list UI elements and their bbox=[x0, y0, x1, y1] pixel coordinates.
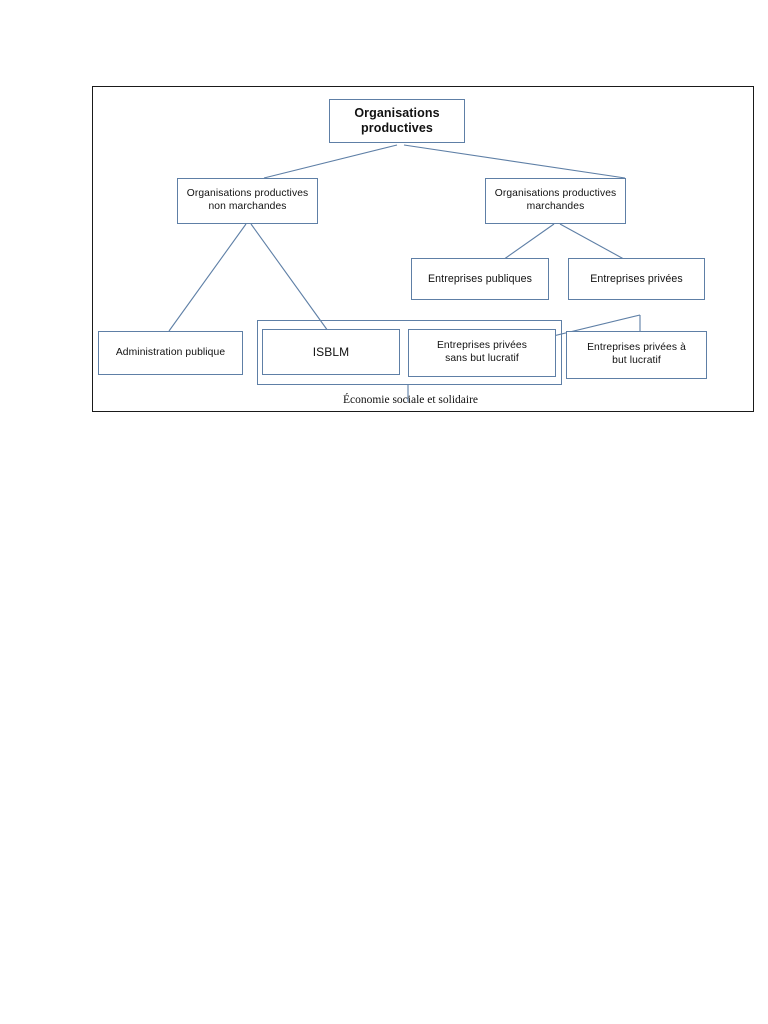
node-label-line2: productives bbox=[361, 121, 433, 135]
node-label-wrapper: Organisations productives marchandes bbox=[495, 188, 617, 213]
node-entreprises-privees-a-but-lucratif[interactable]: Entreprises privées à but lucratif bbox=[566, 331, 707, 379]
node-label-line2: non marchandes bbox=[208, 201, 287, 212]
node-label-line1: Organisations bbox=[354, 105, 440, 120]
caption-economie-sociale-et-solidaire: Économie sociale et solidaire bbox=[342, 394, 479, 406]
node-label-wrapper: Entreprises privées bbox=[590, 273, 683, 286]
node-label-wrapper: Administration publique bbox=[116, 347, 225, 360]
node-label-wrapper: Organisations productives non marchandes bbox=[187, 188, 309, 213]
node-label-wrapper: Organisations productives bbox=[354, 106, 439, 137]
node-label-line1: Administration publique bbox=[115, 346, 226, 358]
node-entreprises-publiques[interactable]: Entreprises publiques bbox=[411, 258, 549, 300]
node-label-line1: Entreprises privées bbox=[436, 340, 528, 352]
node-isblm[interactable]: ISBLM bbox=[262, 329, 400, 375]
node-administration-publique[interactable]: Administration publique bbox=[98, 331, 243, 375]
group-box-economie-sociale-et-solidaire bbox=[257, 320, 562, 385]
node-label-line2: sans but lucratif bbox=[445, 353, 519, 364]
node-label-line1: Entreprises publiques bbox=[428, 272, 532, 285]
node-organisations-productives[interactable]: Organisations productives bbox=[329, 99, 465, 143]
node-label-line1: ISBLM bbox=[312, 344, 350, 359]
node-label-line1: Organisations productives bbox=[494, 188, 617, 200]
node-label-wrapper: Entreprises publiques bbox=[428, 273, 532, 286]
node-label-line1: Organisations productives bbox=[186, 188, 309, 200]
node-organisations-productives-marchandes[interactable]: Organisations productives marchandes bbox=[485, 178, 626, 224]
node-label-line1: Entreprises privées bbox=[590, 272, 683, 285]
node-label-line2: marchandes bbox=[526, 201, 585, 212]
node-label-line1: Entreprises privées à bbox=[587, 342, 686, 354]
node-organisations-productives-non-marchandes[interactable]: Organisations productives non marchandes bbox=[177, 178, 318, 224]
node-label-wrapper: Entreprises privées sans but lucratif bbox=[437, 340, 527, 365]
node-entreprises-privees[interactable]: Entreprises privées bbox=[568, 258, 705, 300]
node-label-line2: but lucratif bbox=[612, 355, 661, 366]
node-label-wrapper: ISBLM bbox=[313, 345, 350, 360]
node-label-wrapper: Entreprises privées à but lucratif bbox=[587, 342, 686, 367]
node-entreprises-privees-sans-but-lucratif[interactable]: Entreprises privées sans but lucratif bbox=[408, 329, 556, 377]
